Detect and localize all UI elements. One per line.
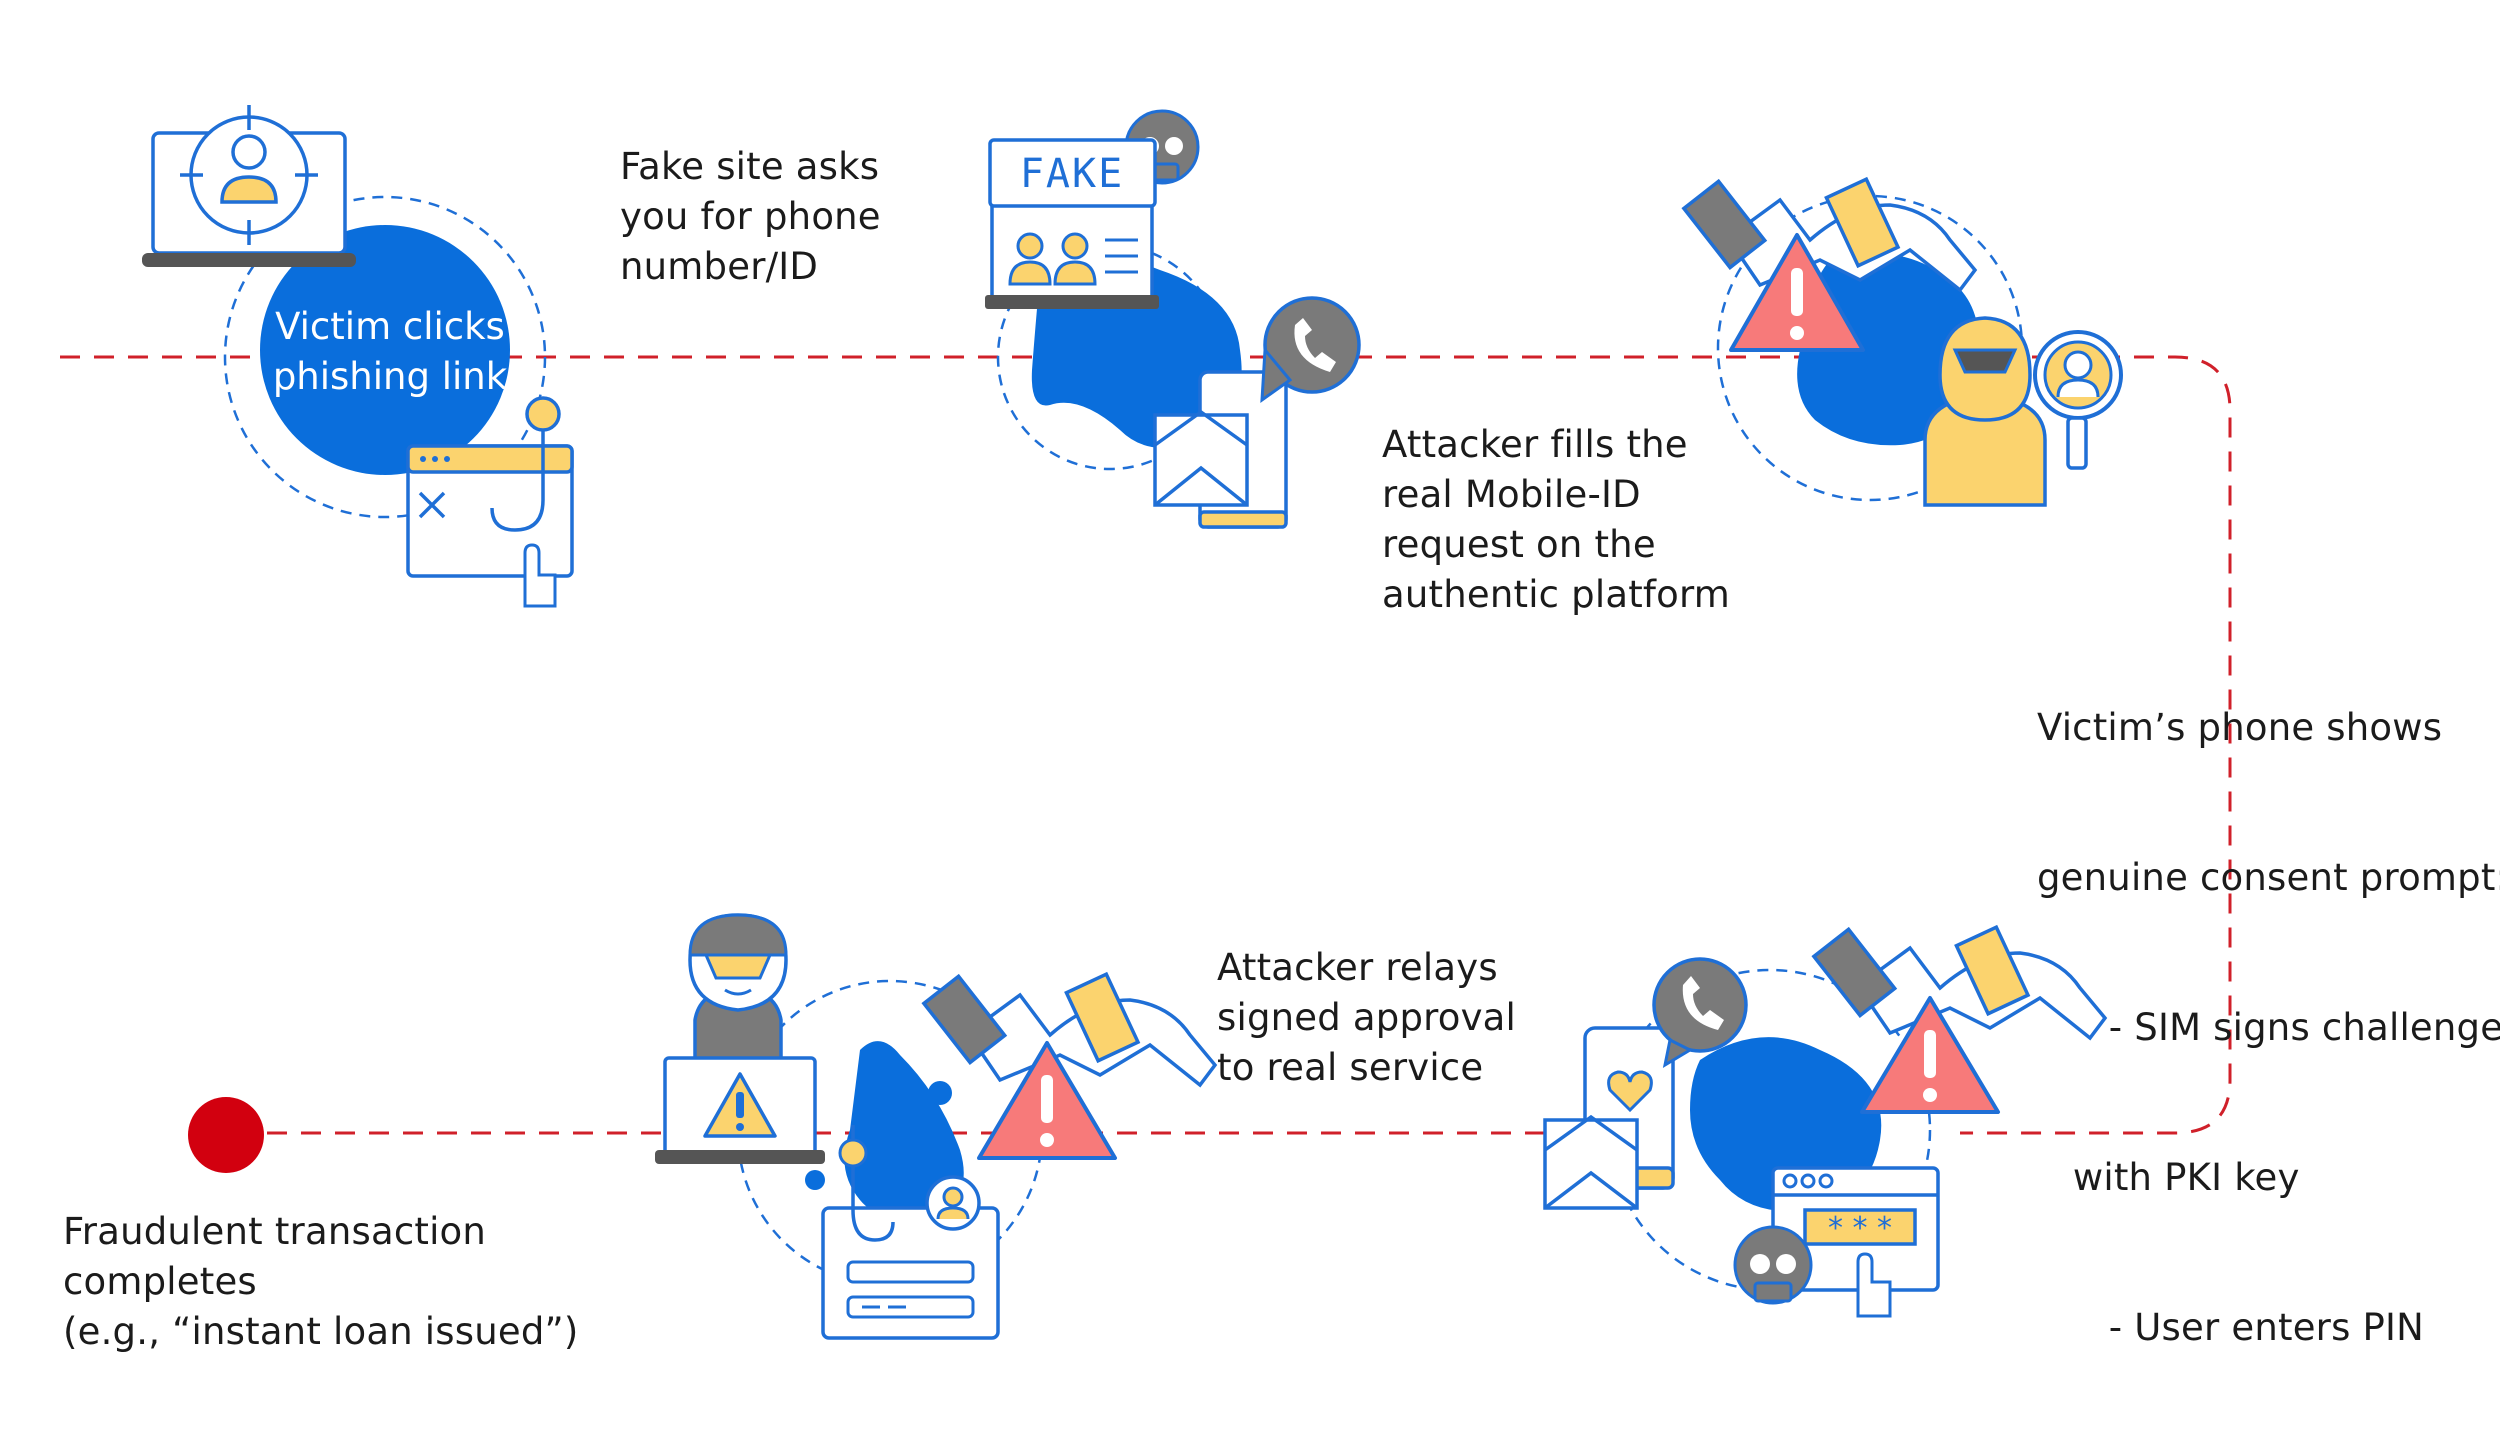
step-label-relay: Attacker relays signed approval to real … — [1217, 943, 1516, 1093]
label-line: Victim clicks — [275, 305, 505, 348]
label-line: Attacker relays — [1217, 946, 1498, 989]
end-dot — [188, 1097, 264, 1173]
phishing-hook-browser-icon — [406, 396, 574, 608]
fake-website-icon: FAKE — [985, 138, 1159, 309]
svg-text:* * *: * * * — [1828, 1211, 1892, 1246]
label-line: request on the — [1382, 523, 1656, 566]
label-line: (e.g., “instant loan issued”) — [63, 1310, 579, 1353]
phone-call-bubble-icon — [1260, 296, 1361, 404]
step1-hub — [260, 225, 510, 475]
step5-blob — [844, 1041, 964, 1218]
hook-login-form-icon — [821, 1125, 1000, 1340]
step2-illustration: FAKE — [985, 109, 1361, 529]
label-line: with PKI key — [2037, 1156, 2300, 1199]
flow-path-top — [60, 355, 2232, 1135]
phone-mail-icon — [1153, 370, 1288, 529]
step3-blob — [1797, 253, 1980, 446]
label-line: Fraudulent transaction — [63, 1210, 487, 1253]
label-line: genuine consent prompt: — [2037, 856, 2500, 899]
label-line: phishing link — [272, 355, 508, 398]
laptop-target-user-icon — [142, 105, 356, 267]
step-label-fraud: Fraudulent transaction completes (e.g., … — [63, 1207, 579, 1357]
password-browser-icon: * * * — [1771, 1166, 1940, 1318]
label-line: Attacker fills the — [1382, 423, 1688, 466]
label-line: real Mobile-ID — [1382, 473, 1641, 516]
handshake-warning-icon — [1811, 924, 2108, 1114]
step5-blob-dot — [928, 1081, 952, 1105]
hacker-laptop-warning-icon — [655, 913, 825, 1164]
step3-illustration — [1681, 176, 2123, 507]
label-line: number/ID — [620, 245, 819, 288]
hacker-mask-icon — [1923, 316, 2123, 507]
step-label-phone-prompt: Victim’s phone shows genuine consent pro… — [2037, 603, 2500, 1403]
label-line: you for phone — [620, 195, 881, 238]
handshake-warning-icon — [1681, 176, 1978, 352]
label-line: signed approval — [1217, 996, 1517, 1039]
label-line: Victim’s phone shows — [2037, 706, 2443, 749]
skull-icon — [1733, 1225, 1813, 1305]
step5-illustration — [655, 913, 1218, 1340]
step1-dashed-ring — [223, 195, 547, 519]
label-line: - SIM signs challenge — [2037, 1006, 2500, 1049]
step-label-victim-clicks: Victim clicks phishing link — [250, 302, 530, 402]
label-line: completes — [63, 1260, 257, 1303]
step-label-fake-site: Fake site asks you for phone number/ID — [620, 142, 881, 292]
svg-text:FAKE: FAKE — [1020, 151, 1124, 197]
phone-heart-mail-icon — [1543, 957, 1748, 1210]
step5-blob-dot — [805, 1170, 825, 1190]
step4-illustration: * * * — [1543, 924, 2108, 1318]
label-line: to real service — [1217, 1046, 1484, 1089]
label-line: authentic platform — [1382, 573, 1730, 616]
flow-path — [60, 355, 2232, 1135]
handshake-warning-icon — [921, 971, 1218, 1160]
label-line: Fake site asks — [620, 145, 880, 188]
step-label-attacker-fills: Attacker fills the real Mobile-ID reques… — [1382, 420, 1730, 620]
label-line: - User enters PIN — [2037, 1306, 2425, 1349]
step1-illustration — [142, 105, 574, 608]
